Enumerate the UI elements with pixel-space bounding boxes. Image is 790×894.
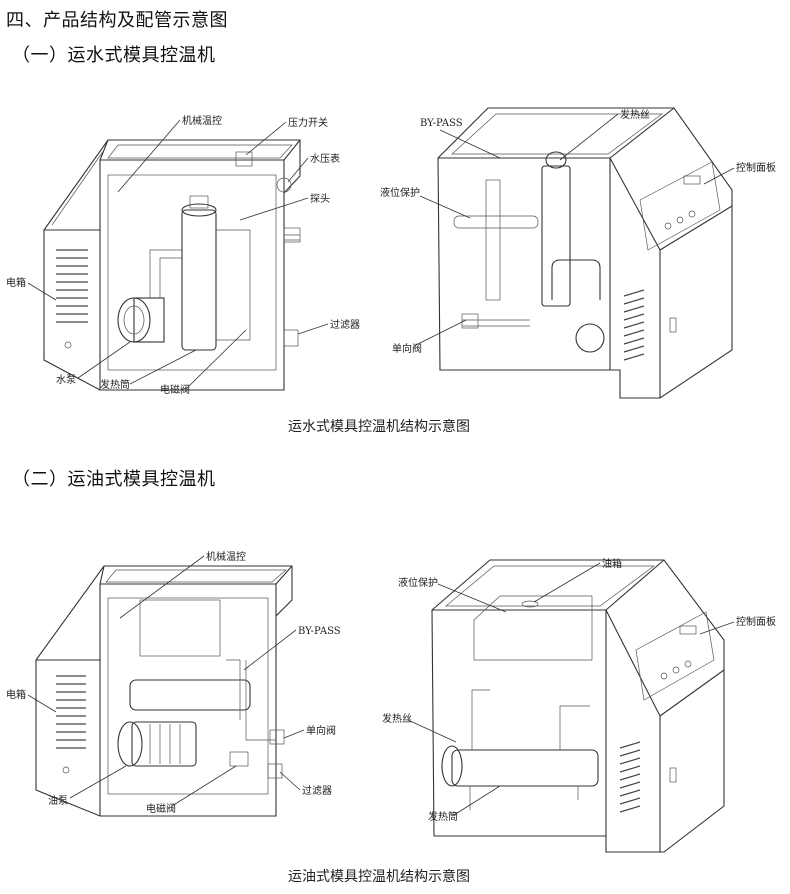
label-water-gauge: 水压表 <box>310 152 340 165</box>
label-electric-box-oil: 电箱 <box>6 688 26 701</box>
oil-type-caption: 运油式模具控温机结构示意图 <box>288 869 470 885</box>
water-machine-left-drawing <box>43 139 301 391</box>
oil-right-grill <box>619 741 641 813</box>
label-heating-wire-right: 发热丝 <box>620 108 650 121</box>
label-heating-tube: 发热筒 <box>100 378 130 391</box>
label-oil-pump: 油泵 <box>48 794 68 807</box>
label-water-pump: 水泵 <box>56 374 76 386</box>
label-filter: 过滤器 <box>330 318 360 331</box>
electric-box-grill <box>56 249 88 323</box>
oil-machine-right-drawing <box>431 559 725 853</box>
label-oil-tank: 油箱 <box>602 557 622 570</box>
oil-machine-left-drawing <box>35 565 293 817</box>
label-level-protection-oil: 液位保护 <box>398 576 438 589</box>
label-check-valve-right: 单向阀 <box>392 342 422 355</box>
water-machine-right-drawing <box>437 107 733 399</box>
label-heating-wire-oil: 发热丝 <box>382 712 412 725</box>
label-mechanical-thermostat-oil: 机械温控 <box>206 550 246 563</box>
label-check-valve-oil: 单向阀 <box>306 724 336 737</box>
oil-left-grill <box>56 675 86 749</box>
right-grill <box>623 289 645 361</box>
label-probe: 探头 <box>310 192 330 205</box>
label-solenoid-valve: 电磁阀 <box>160 383 190 396</box>
label-mechanical-thermostat: 机械温控 <box>182 114 222 127</box>
label-electric-box: 电箱 <box>6 276 26 289</box>
water-type-caption: 运水式模具控温机结构示意图 <box>288 419 470 435</box>
label-solenoid-valve-oil: 电磁阀 <box>146 802 176 815</box>
label-bypass-oil: BY-PASS <box>298 626 341 637</box>
water-type-heading: （一）运水式模具控温机 <box>12 45 216 66</box>
section-title: 四、产品结构及配管示意图 <box>6 10 228 31</box>
label-pressure-switch: 压力开关 <box>288 116 328 129</box>
label-heating-tube-oil: 发热筒 <box>428 810 458 823</box>
label-bypass-right: BY-PASS <box>420 118 463 129</box>
label-control-panel-oil: 控制面板 <box>736 615 776 628</box>
label-control-panel-right: 控制面板 <box>736 161 776 174</box>
oil-type-heading: （二）运油式模具控温机 <box>12 469 216 490</box>
label-level-protection-right: 液位保护 <box>380 186 420 199</box>
label-filter-oil: 过滤器 <box>302 784 332 797</box>
